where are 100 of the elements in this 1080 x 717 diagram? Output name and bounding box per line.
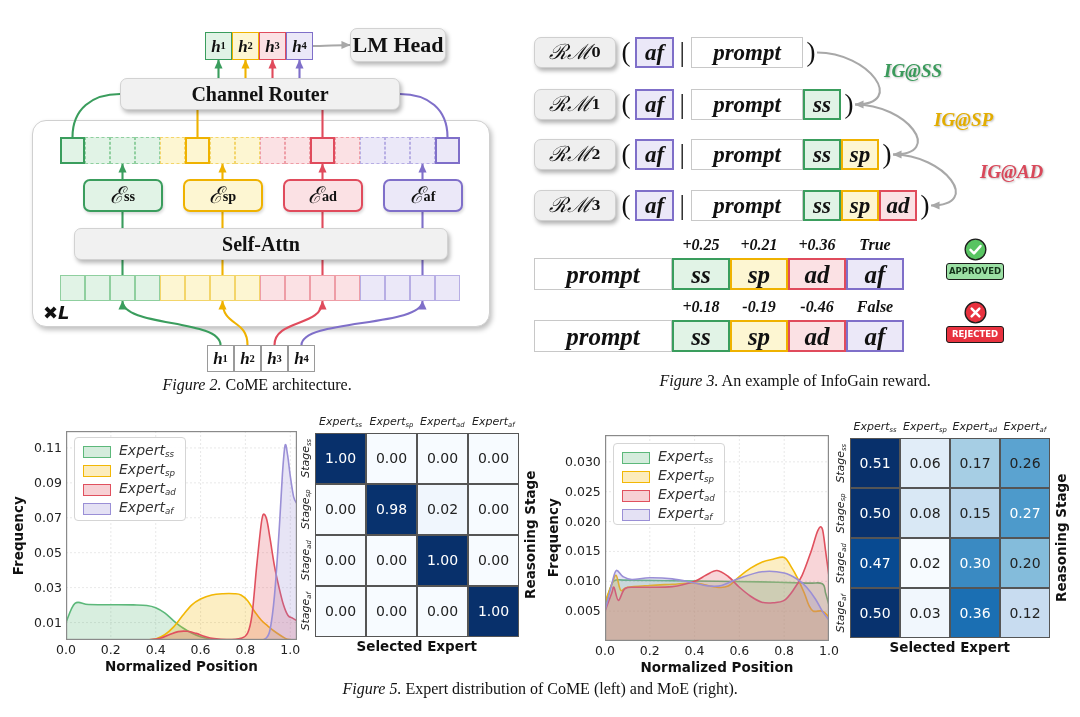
segment-box: af [635, 139, 674, 170]
token-box [135, 275, 160, 301]
segment-label: sp [747, 323, 771, 349]
heatmap-cell: 0.00 [366, 586, 417, 637]
figure-caption: Figure 2. CoME architecture. [162, 376, 352, 395]
token-box [385, 275, 410, 301]
axis-tick-label: 0.11 [34, 440, 62, 456]
axis-title: Selected Expert [356, 639, 477, 655]
score-label: -0.19 [742, 298, 776, 316]
token-box [435, 275, 460, 301]
segment-label: ad [804, 261, 830, 287]
token-box [160, 275, 185, 301]
column-header: Expert$_{ad}$ [952, 421, 998, 434]
arrow [121, 300, 222, 346]
heatmap-cell: 0.00 [315, 484, 366, 535]
axis-tick-label: 0.8 [235, 643, 256, 658]
axis-tick-label: 0.0 [56, 643, 76, 658]
token-box [410, 137, 435, 164]
heatmap-cell: 0.98 [366, 484, 417, 535]
segment-label: ss [691, 323, 711, 349]
token-box [360, 137, 385, 164]
heatmap-cell: 0.12 [1000, 588, 1050, 638]
column-header: Expert$_{af}$ [1003, 421, 1047, 434]
token-box [135, 137, 160, 164]
token-box [185, 275, 210, 301]
legend-label: Expert$_{ss}$ [119, 443, 174, 459]
heatmap-cell: 0.00 [468, 535, 519, 586]
heatmap-cell: 0.00 [417, 586, 468, 637]
router-box: Channel Router [120, 78, 400, 110]
token-box [285, 275, 310, 301]
column-header: Expert$_{ss}$ [853, 421, 897, 434]
connector-line [421, 212, 424, 228]
heatmap-cell: 0.15 [950, 488, 1000, 538]
segment-label: sp [747, 261, 771, 287]
separator-mark: | [679, 189, 685, 221]
connector-line [196, 110, 199, 137]
segment-box: ss [803, 190, 841, 221]
axis-tick-label: 0.0 [595, 644, 615, 659]
heatmap-cell: 1.00 [417, 535, 468, 586]
edge-label: IG@SS [884, 61, 943, 82]
separator-mark: | [679, 36, 685, 68]
axis-tick-label: 0.2 [100, 643, 121, 658]
axis-title: Frequency [10, 495, 26, 575]
closing-parenthesis: ) [881, 139, 893, 170]
connector-line [121, 212, 124, 228]
arrow [854, 103, 919, 158]
legend-label: Expert$_{ss}$ [658, 449, 713, 465]
legend-label: Expert$_{af}$ [658, 506, 713, 522]
arrow [241, 59, 250, 78]
query-box: prompt [691, 37, 803, 68]
heatmap-cell: 0.17 [950, 438, 1000, 488]
column-header: Expert$_{ad}$ [420, 416, 465, 429]
closing-parenthesis: ) [805, 37, 817, 68]
axis-tick-label: 0.07 [34, 510, 62, 526]
head-module-box: LM Head [350, 28, 446, 62]
score-label: -0.46 [800, 298, 834, 316]
arrow [218, 163, 227, 179]
connector-line [221, 260, 224, 275]
token-box [85, 275, 110, 301]
axis-tick-label: 0.6 [729, 644, 750, 659]
token-box [210, 137, 235, 164]
token-box [110, 137, 135, 164]
layer-block-panel [32, 120, 490, 327]
segment-box: af [635, 89, 674, 120]
token-box [260, 137, 285, 164]
token-box [260, 275, 285, 301]
parenthesis: ( [621, 36, 631, 68]
axis-tick-label: 0.6 [190, 643, 211, 658]
legend-label: Expert$_{ad}$ [119, 481, 176, 497]
rejected-stamp [946, 301, 1004, 345]
axis-title: Normalized Position [640, 660, 794, 676]
heatmap-cell: 0.36 [950, 588, 1000, 638]
figure-caption: Figure 3. An example of InfoGain reward. [659, 372, 931, 391]
heatmap-cell: 0.00 [315, 586, 366, 637]
axis-tick-label: 0.2 [639, 644, 660, 659]
arrow [816, 51, 881, 108]
heatmap-cell: 0.27 [1000, 488, 1050, 538]
axis-tick-label: 0.025 [565, 484, 601, 500]
axis-tick-label: 0.010 [565, 574, 601, 589]
segment-label: af [864, 323, 886, 349]
arrow [300, 300, 424, 346]
token-box [360, 275, 385, 301]
heatmap-cell: 0.02 [417, 484, 468, 535]
heatmap-cell: 0.08 [900, 488, 950, 538]
axis-tick-label: 1.0 [819, 644, 839, 659]
separator-mark: | [679, 88, 685, 120]
heatmap-cell: 0.00 [315, 535, 366, 586]
repeat-label: ✖L [43, 303, 70, 323]
connector-line [321, 260, 324, 275]
connector-line [421, 260, 424, 275]
heatmap-cell: 0.02 [900, 538, 950, 588]
parenthesis: ( [621, 88, 631, 120]
axis-tick-label: 0.05 [34, 545, 62, 561]
query-box: prompt [691, 89, 803, 120]
arrow [318, 163, 327, 179]
arrow [219, 300, 249, 346]
heatmap-cell: 0.00 [417, 433, 468, 484]
token-box [160, 137, 185, 164]
heatmap-cell: 0.20 [1000, 538, 1050, 588]
approved-stamp [946, 238, 1004, 282]
